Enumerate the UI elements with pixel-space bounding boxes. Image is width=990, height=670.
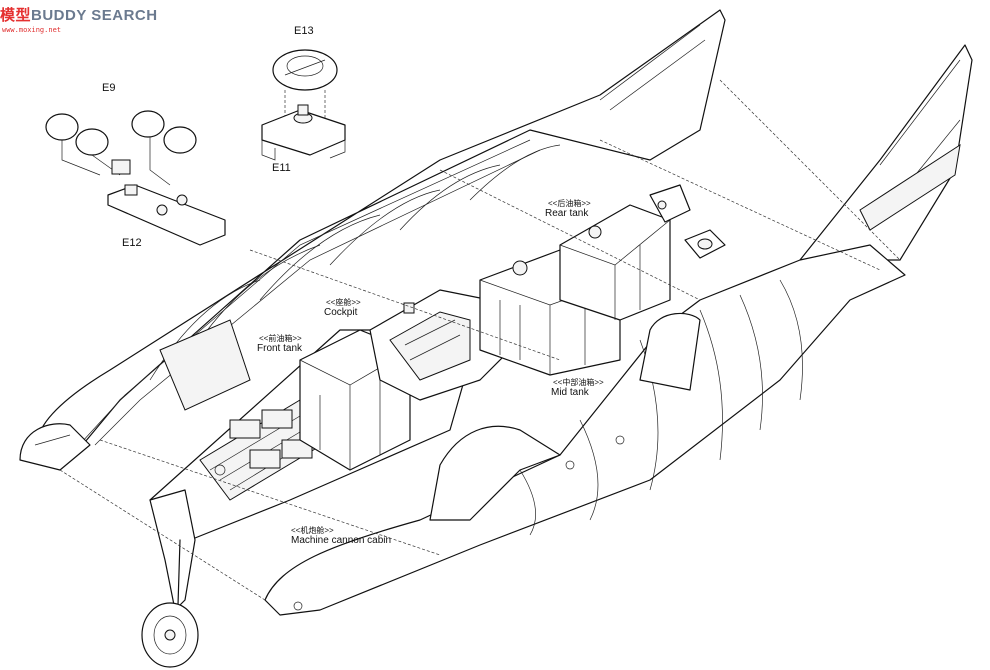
front-tank-cn: <<前油箱>> [259, 334, 302, 343]
part-e13-drawing [272, 49, 338, 120]
part-label-e13: E13 [294, 25, 314, 37]
part-label-e12: E12 [122, 237, 142, 249]
nose-landing-gear [141, 489, 199, 668]
tail-fin [799, 44, 973, 261]
assembly-guides [59, 79, 901, 601]
cannon-cabin-en: Machine cannon cabin [291, 535, 392, 546]
upper-fuselage-shell [37, 9, 726, 461]
watermark-url: www.moxing.net [2, 26, 62, 34]
watermark-text: BUDDY SEARCH [31, 7, 158, 24]
rear-tank-cn: <<后油箱>> [548, 199, 591, 208]
watermark-mark: 模型 [0, 7, 32, 24]
part-label-e11: E11 [272, 162, 291, 174]
part-e11-drawing [261, 104, 346, 161]
rear-tank-en: Rear tank [545, 208, 589, 219]
part-label-e9: E9 [102, 82, 116, 94]
cannon-cabin-cn: <<机炮舱>> [291, 526, 334, 535]
cockpit-cn: <<座舱>> [326, 298, 361, 307]
front-tank-en: Front tank [257, 343, 303, 354]
watermark-logo: 模型BUDDY SEARCH [0, 4, 158, 25]
mid-tank-cn: <<中部油箱>> [553, 378, 604, 387]
engine-cowl [429, 312, 701, 521]
mid-tank-en: Mid tank [551, 387, 589, 398]
part-e9-drawing [45, 110, 197, 186]
rear-fittings [649, 184, 726, 259]
cockpit-en: Cockpit [324, 307, 358, 318]
nose-cone [19, 423, 91, 471]
cockpit-shape [369, 289, 511, 401]
part-e12-drawing [107, 184, 226, 246]
rear-tank-shape [559, 204, 671, 321]
